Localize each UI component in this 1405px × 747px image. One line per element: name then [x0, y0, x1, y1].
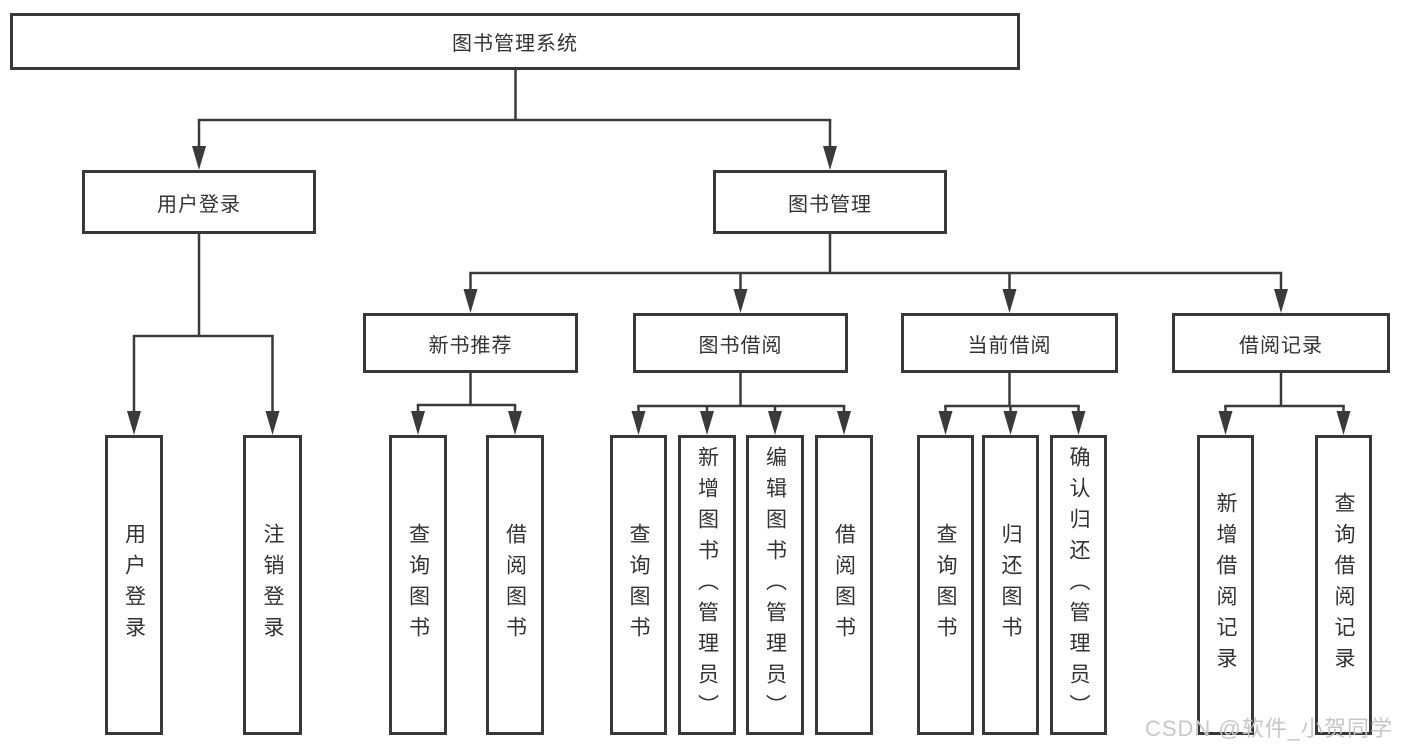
node-label: 查询图书: [934, 523, 957, 647]
arrowhead-icon: [631, 411, 646, 435]
node-label: 新增图书（管理员）: [695, 445, 719, 725]
node-label: 借阅图书: [503, 523, 527, 647]
node-leaf-query-books-1: 查询图书: [389, 435, 447, 735]
arrowhead-icon: [265, 411, 280, 435]
node-label: 图书管理系统: [452, 33, 578, 55]
arrowhead-icon: [733, 289, 748, 313]
node-user-login: 用户登录: [82, 170, 316, 234]
node-system-root: 图书管理系统: [10, 13, 1020, 70]
node-label: 新书推荐: [428, 334, 513, 357]
arrowhead-icon: [1071, 411, 1086, 435]
node-new-book-recommend: 新书推荐: [363, 313, 578, 373]
node-label: 查询图书: [406, 523, 430, 647]
arrowhead-icon: [463, 289, 478, 313]
arrowhead-icon: [1336, 411, 1351, 435]
arrowhead-icon: [768, 411, 782, 435]
arrowhead-icon: [1218, 411, 1233, 435]
arrowhead-icon: [1002, 289, 1017, 313]
node-leaf-query-books-3: 查询图书: [917, 435, 974, 735]
node-leaf-edit-books-admin: 编辑图书（管理员）: [746, 435, 804, 735]
node-leaf-confirm-return: 确认归还（管理员）: [1050, 435, 1107, 735]
arrowhead-icon: [700, 411, 714, 435]
node-label: 注销登录: [261, 523, 284, 647]
node-label: 图书管理: [788, 193, 872, 216]
node-label: 查询借阅记录: [1332, 492, 1355, 678]
node-label: 借阅记录: [1239, 334, 1323, 357]
node-label: 编辑图书（管理员）: [763, 445, 787, 725]
node-label: 图书借阅: [698, 334, 783, 357]
csdn-watermark: CSDN @软件_小贺同学: [1144, 716, 1393, 741]
node-label: 用户登录: [157, 193, 241, 216]
node-leaf-query-borrow-rec: 查询借阅记录: [1315, 435, 1372, 735]
node-leaf-add-borrow-rec: 新增借阅记录: [1197, 435, 1254, 735]
node-leaf-logout: 注销登录: [243, 435, 302, 735]
arrowhead-icon: [411, 411, 425, 435]
arrowhead-icon: [1003, 411, 1018, 435]
arrowhead-icon: [938, 411, 953, 435]
node-borrow-records: 借阅记录: [1172, 313, 1390, 373]
node-current-borrowing: 当前借阅: [901, 313, 1118, 373]
node-label: 确认归还（管理员）: [1067, 445, 1090, 725]
node-book-borrowing: 图书借阅: [633, 313, 848, 373]
node-label: 用户登录: [122, 523, 146, 647]
node-label: 查询图书: [627, 523, 650, 647]
arrowhead-icon: [823, 146, 837, 170]
arrowhead-icon: [837, 411, 851, 435]
node-label: 借阅图书: [832, 523, 856, 647]
node-leaf-borrow-books-2: 借阅图书: [815, 435, 873, 735]
node-leaf-return-books: 归还图书: [982, 435, 1039, 735]
node-leaf-user-login: 用户登录: [105, 435, 163, 735]
arrowhead-icon: [127, 411, 141, 435]
node-leaf-add-books-admin: 新增图书（管理员）: [678, 435, 736, 735]
node-label: 新增借阅记录: [1214, 492, 1237, 678]
arrowhead-icon: [1274, 289, 1288, 313]
arrowhead-icon: [192, 146, 206, 170]
arrowhead-icon: [508, 411, 522, 435]
node-label: 当前借阅: [967, 334, 1052, 357]
node-leaf-query-books-2: 查询图书: [610, 435, 667, 735]
node-label: 归还图书: [999, 523, 1022, 647]
node-book-management: 图书管理: [713, 170, 947, 234]
node-leaf-borrow-books-1: 借阅图书: [486, 435, 544, 735]
